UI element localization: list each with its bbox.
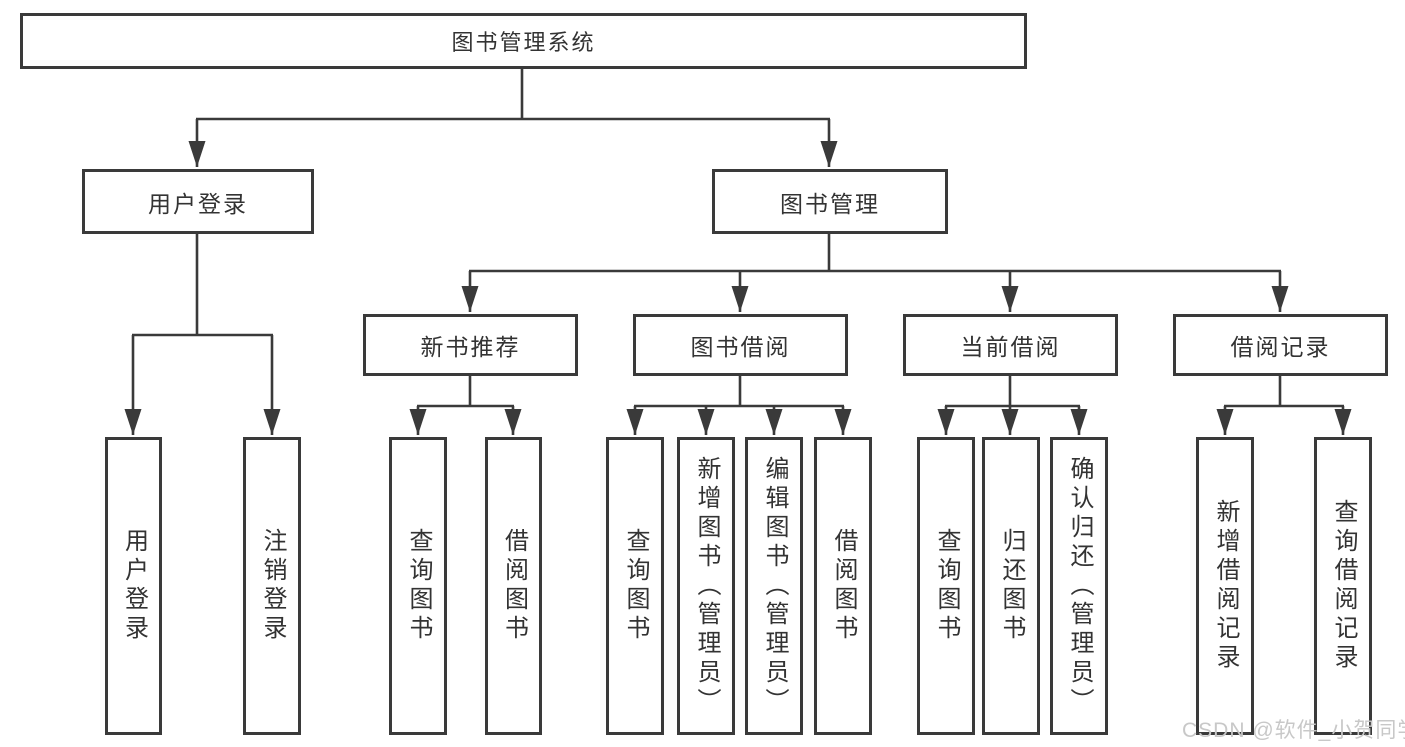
node-book-management-branch-label: 图书管理 <box>780 190 880 217</box>
node-return-book: 归还图书 <box>982 437 1040 735</box>
node-user-login-branch-label: 用户登录 <box>148 190 248 217</box>
node-add-book-admin-label: 新增图书（管理员） <box>693 455 720 717</box>
node-query-book-borrowing: 查询图书 <box>606 437 664 735</box>
node-borrow-book-action-label: 借阅图书 <box>830 528 857 644</box>
node-login-action-label: 用户登录 <box>120 528 148 644</box>
node-new-book-recommend: 新书推荐 <box>363 314 578 376</box>
node-add-borrow-record-label: 新增借阅记录 <box>1212 499 1239 673</box>
node-root-system: 图书管理系统 <box>20 13 1027 69</box>
node-query-book-recommend-label: 查询图书 <box>405 528 432 644</box>
node-book-management-branch: 图书管理 <box>712 169 948 234</box>
node-book-borrowing-label: 图书借阅 <box>690 334 791 360</box>
node-borrow-book-recommend-label: 借阅图书 <box>500 528 528 644</box>
node-confirm-return-admin: 确认归还（管理员） <box>1050 437 1108 735</box>
node-return-book-label: 归还图书 <box>998 528 1025 644</box>
node-user-login-branch: 用户登录 <box>82 169 314 234</box>
node-logout-action-label: 注销登录 <box>259 528 286 644</box>
node-add-book-admin: 新增图书（管理员） <box>677 437 735 735</box>
node-new-book-recommend-label: 新书推荐 <box>420 334 521 360</box>
node-add-borrow-record: 新增借阅记录 <box>1196 437 1254 735</box>
node-query-borrow-record-label: 查询借阅记录 <box>1330 499 1357 673</box>
node-current-borrowing: 当前借阅 <box>903 314 1118 376</box>
node-login-action: 用户登录 <box>105 437 162 735</box>
node-borrowing-records-label: 借阅记录 <box>1230 334 1331 360</box>
node-current-borrowing-label: 当前借阅 <box>960 334 1061 360</box>
node-query-book-current-label: 查询图书 <box>933 528 960 644</box>
node-logout-action: 注销登录 <box>243 437 301 735</box>
node-borrowing-records: 借阅记录 <box>1173 314 1388 376</box>
node-borrow-book-recommend: 借阅图书 <box>485 437 542 735</box>
node-query-borrow-record: 查询借阅记录 <box>1314 437 1372 735</box>
node-edit-book-admin: 编辑图书（管理员） <box>745 437 803 735</box>
node-root-system-label: 图书管理系统 <box>451 30 596 55</box>
node-edit-book-admin-label: 编辑图书（管理员） <box>761 455 788 717</box>
csdn-watermark: CSDN @软件_小贺同学 <box>1182 719 1405 742</box>
node-confirm-return-admin-label: 确认归还（管理员） <box>1066 455 1093 717</box>
node-book-borrowing: 图书借阅 <box>633 314 848 376</box>
node-borrow-book-action: 借阅图书 <box>814 437 872 735</box>
node-query-book-current: 查询图书 <box>917 437 975 735</box>
node-query-book-borrowing-label: 查询图书 <box>622 528 649 644</box>
node-query-book-recommend: 查询图书 <box>389 437 447 735</box>
